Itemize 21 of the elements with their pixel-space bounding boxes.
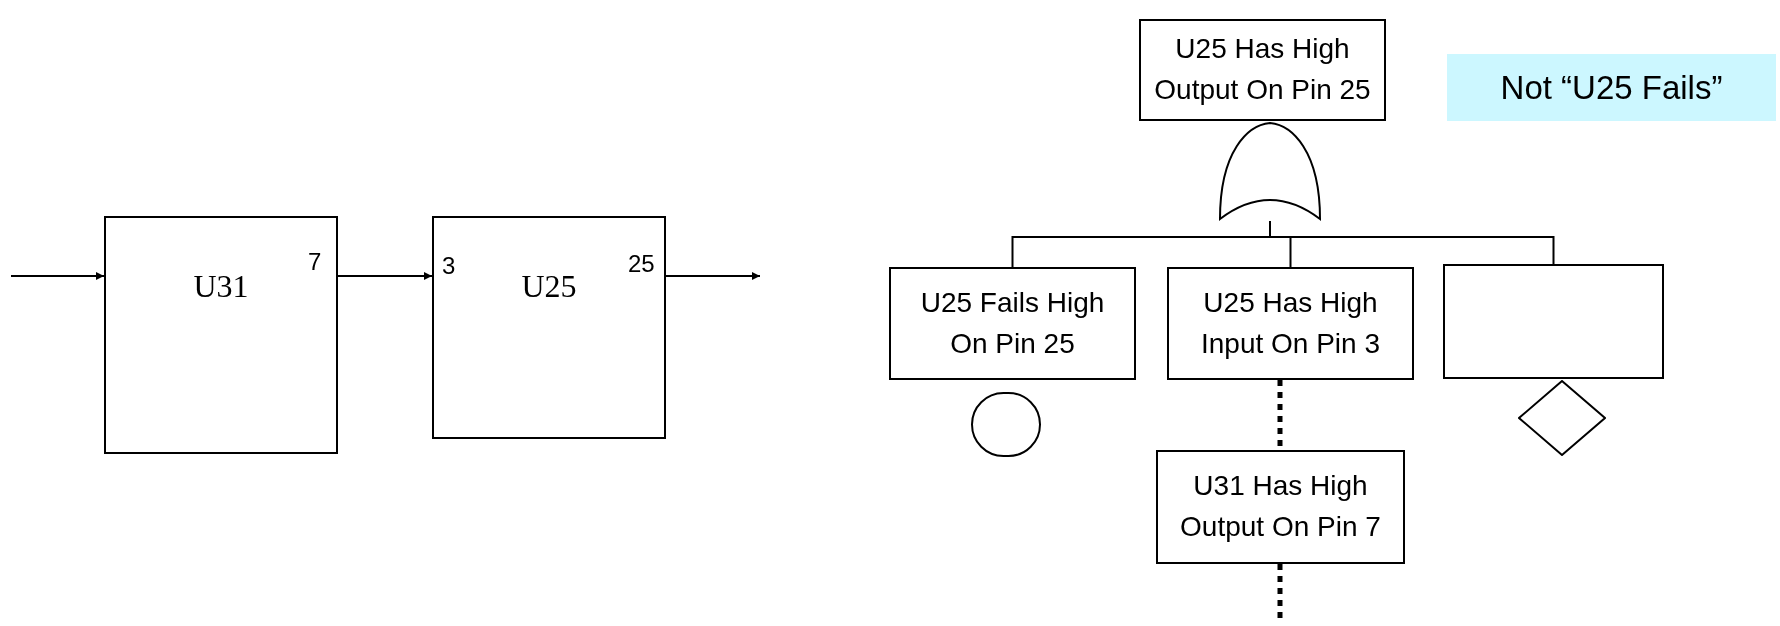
pin-number: 25: [628, 252, 655, 276]
connector-line: [1269, 220, 1555, 265]
component-name: U31: [193, 267, 249, 306]
pin-number: 3: [442, 254, 456, 278]
arrow: [337, 272, 433, 280]
event-text: U25 Has High Input On Pin 3: [1200, 285, 1381, 361]
pin-number: 7: [308, 250, 322, 274]
note-box: [1447, 54, 1776, 121]
event-box: [1156, 450, 1405, 564]
arrow: [665, 272, 761, 280]
note-text: Not “U25 Fails”: [1500, 67, 1723, 108]
event-text: U25 Fails High On Pin 25: [919, 285, 1106, 361]
event-text: U31 Has High Output On Pin 7: [1179, 469, 1382, 544]
or-gate: [1218, 121, 1322, 221]
event-box: [889, 267, 1136, 380]
component-block: [104, 216, 338, 454]
component-name: U25: [521, 267, 577, 306]
event-box: [1167, 267, 1414, 380]
arrow: [10, 272, 105, 280]
component-block: [432, 216, 666, 439]
event-text: U25 Has High Output On Pin 25: [1153, 32, 1372, 107]
